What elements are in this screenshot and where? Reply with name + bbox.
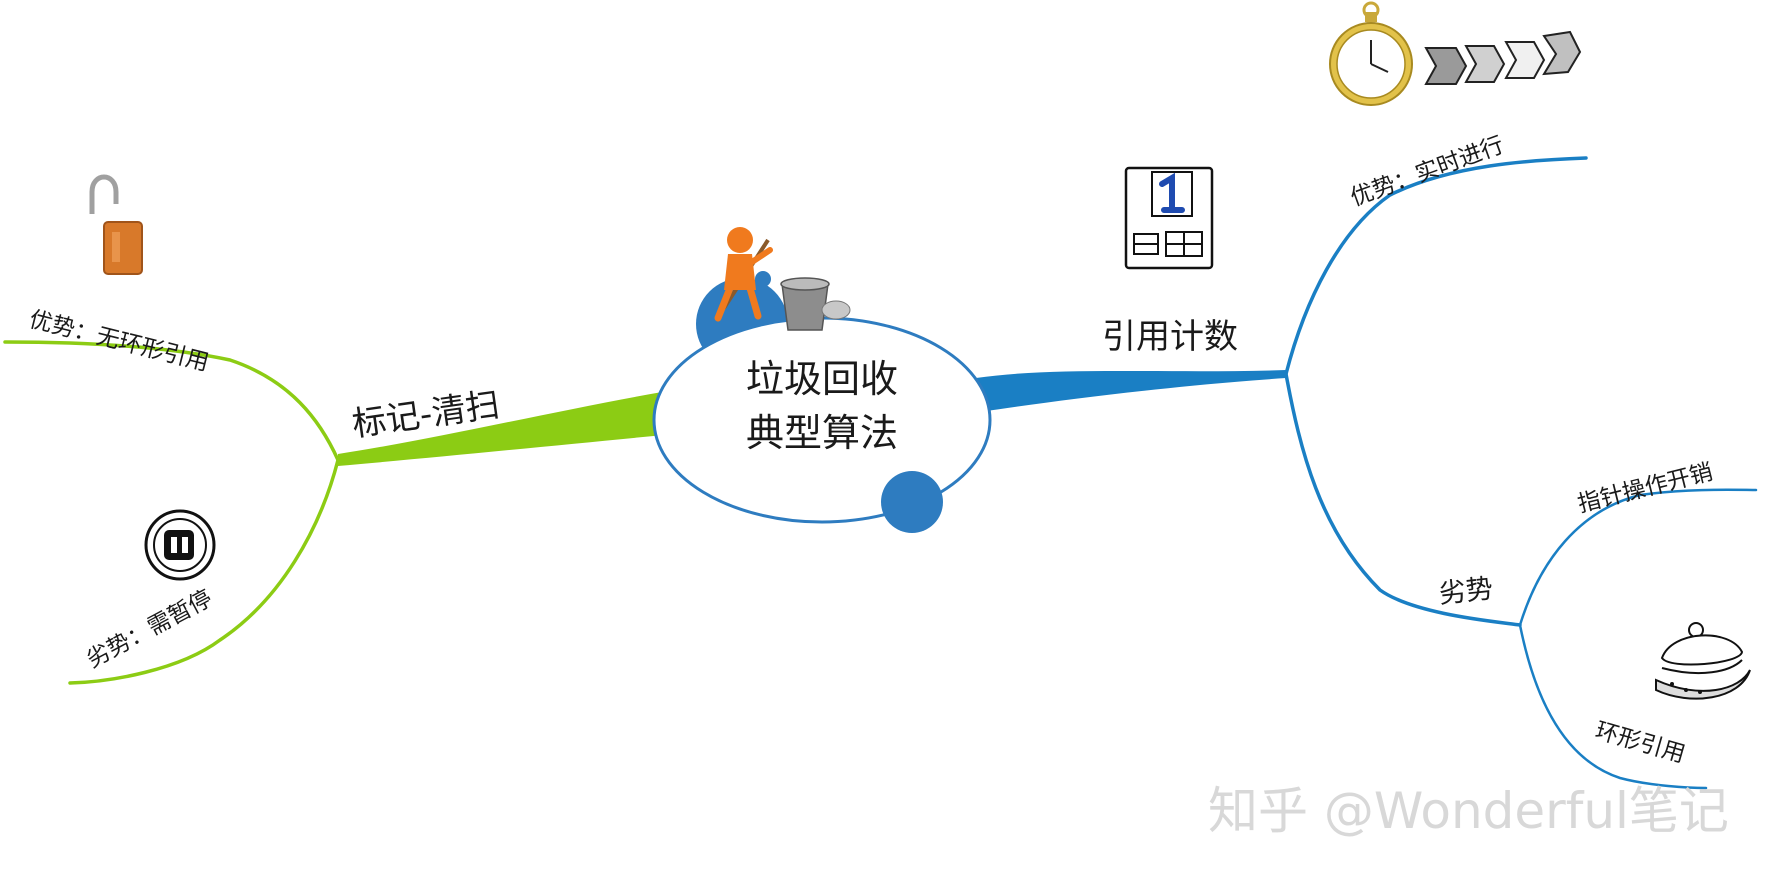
janitor-trash-icon [714, 227, 851, 331]
left-branch: 标记-清扫 优势：无环形引用 劣势：需暂停 [3, 307, 664, 685]
center-node: 垃圾回收 典型算法 [652, 271, 992, 533]
watermark: 知乎 @Wonderful笔记 [1208, 782, 1729, 840]
center-bubble-bottom [881, 471, 943, 533]
right-advantage-label: 优势：实时进行 [1347, 132, 1507, 211]
stopwatch-arrows-icon [1329, 1, 1582, 106]
right-upper-connector [1284, 156, 1588, 376]
left-upper-connector [3, 340, 340, 462]
right-disadvantage-item-1: 指针操作开销 [1575, 459, 1715, 518]
center-title-line2: 典型算法 [746, 411, 898, 455]
center-title-line1: 垃圾回收 [746, 357, 898, 401]
right-main-connector [976, 370, 1286, 412]
center-bubble-small [755, 271, 771, 287]
calendar-counter-icon [1124, 166, 1214, 270]
left-disadvantage-label: 劣势：需暂停 [83, 586, 217, 674]
right-sub-upper-connector [1518, 488, 1758, 627]
right-disadvantage-label: 劣势 [1437, 573, 1494, 609]
open-padlock-icon [89, 174, 143, 275]
right-disadvantage-item-2: 环形引用 [1592, 718, 1688, 768]
right-branch: 引用计数 优势：实时进行 劣势 指针操作开销 环形引用 [976, 132, 1758, 790]
pause-icon [144, 509, 216, 581]
left-main-connector [338, 392, 664, 466]
right-branch-title: 引用计数 [1102, 317, 1238, 357]
left-lower-connector [68, 458, 340, 685]
right-lower-connector [1284, 372, 1522, 627]
right-sub-lower-connector [1518, 623, 1708, 790]
pie-icon [1655, 622, 1751, 700]
